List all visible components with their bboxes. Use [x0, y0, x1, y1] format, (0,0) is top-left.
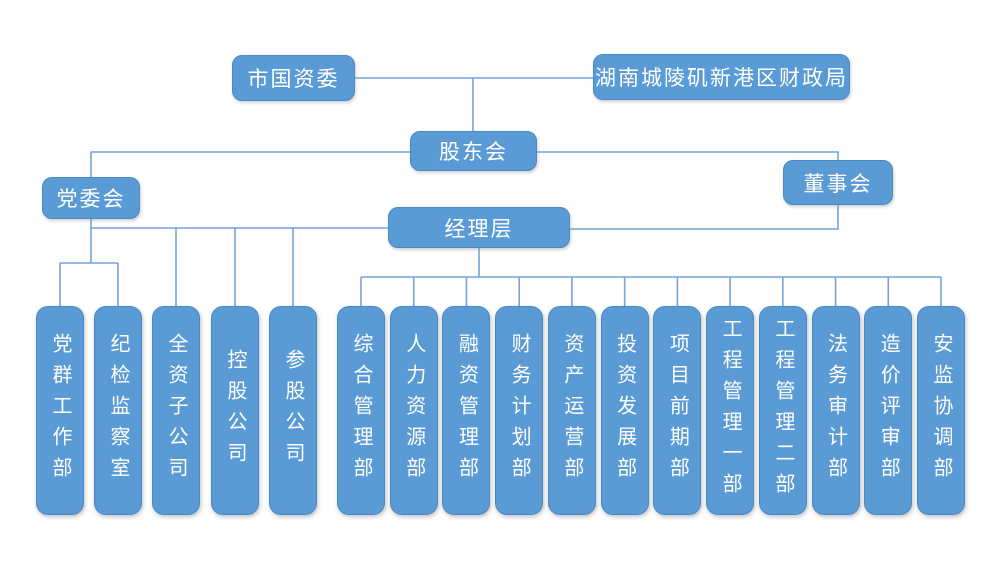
- node-label: 湖南城陵矶新港区财政局: [595, 67, 848, 90]
- node-municipal-sasac[interactable]: 市国资委: [232, 55, 355, 101]
- connector-to-party-committee: [90, 151, 410, 177]
- department-box[interactable]: 财务计划部: [495, 306, 544, 515]
- node-label: 股东会: [439, 141, 508, 164]
- department-box[interactable]: 党群工作部: [36, 306, 84, 515]
- department-label: 法务审计部: [824, 333, 847, 488]
- node-party-committee[interactable]: 党委会: [42, 177, 140, 219]
- connector-drops: [59, 228, 942, 306]
- department-box[interactable]: 工程管理二部: [758, 306, 807, 515]
- department-box[interactable]: 综合管理部: [337, 306, 385, 515]
- department-box[interactable]: 造价评审部: [864, 306, 913, 515]
- department-box[interactable]: 法务审计部: [811, 306, 860, 515]
- department-label: 纪检监察室: [107, 333, 129, 488]
- department-box[interactable]: 参股公司: [269, 306, 317, 515]
- node-management-level[interactable]: 经理层: [388, 207, 570, 248]
- node-shareholders-meeting[interactable]: 股东会: [410, 131, 537, 171]
- department-box[interactable]: 控股公司: [211, 306, 259, 515]
- department-label: 党群工作部: [49, 333, 71, 488]
- department-label: 融资管理部: [455, 333, 478, 488]
- department-label: 投资发展部: [613, 333, 636, 488]
- department-box[interactable]: 纪检监察室: [94, 306, 142, 515]
- department-label: 安监协调部: [930, 333, 952, 488]
- department-box[interactable]: 项目前期部: [653, 306, 702, 515]
- department-label: 参股公司: [282, 348, 304, 473]
- department-label: 造价评审部: [877, 333, 900, 488]
- department-label: 项目前期部: [666, 333, 689, 488]
- department-label: 全资子公司: [165, 333, 187, 488]
- connector-board-to-management: [570, 205, 839, 230]
- department-box[interactable]: 融资管理部: [442, 306, 491, 515]
- department-box[interactable]: 全资子公司: [152, 306, 200, 515]
- department-box[interactable]: 资产运营部: [547, 306, 596, 515]
- department-label: 控股公司: [224, 348, 246, 473]
- department-label: 人力资源部: [402, 333, 425, 488]
- node-board-of-directors[interactable]: 董事会: [783, 160, 893, 205]
- department-box[interactable]: 工程管理一部: [706, 306, 755, 515]
- department-box[interactable]: 投资发展部: [600, 306, 649, 515]
- department-label: 工程管理一部: [719, 317, 742, 504]
- department-box[interactable]: 人力资源部: [389, 306, 438, 515]
- node-finance-bureau[interactable]: 湖南城陵矶新港区财政局: [593, 54, 850, 100]
- department-label: 综合管理部: [350, 333, 372, 488]
- node-label: 市国资委: [247, 68, 340, 91]
- connector-to-board: [537, 151, 839, 160]
- department-label: 资产运营部: [560, 333, 583, 488]
- department-label: 工程管理二部: [771, 317, 794, 504]
- node-label: 党委会: [56, 188, 126, 211]
- node-label: 经理层: [444, 217, 514, 241]
- department-label: 财务计划部: [508, 333, 531, 488]
- node-label: 董事会: [803, 172, 873, 196]
- department-box[interactable]: 安监协调部: [917, 306, 965, 515]
